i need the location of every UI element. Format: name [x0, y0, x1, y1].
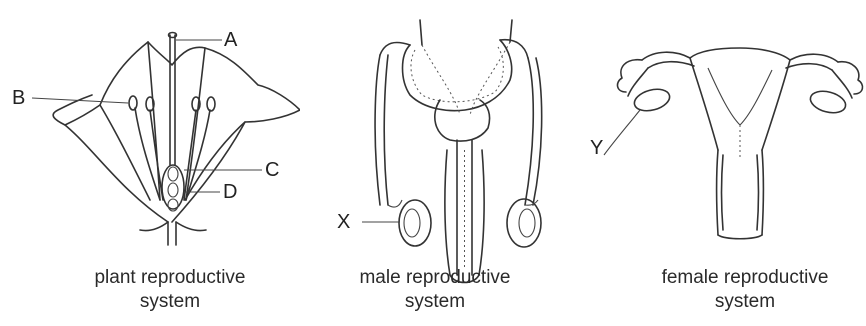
male-caption: male reproductive system — [345, 266, 525, 314]
label-d: D — [223, 181, 237, 204]
female-caption-line1: female reproductive — [630, 266, 860, 290]
male-caption-line1: male reproductive — [345, 266, 525, 290]
plant-panel: A B C D plant reproductive system — [0, 0, 300, 326]
female-caption: female reproductive system — [630, 266, 860, 314]
plant-caption-line2: system — [70, 290, 270, 314]
female-panel: Y female reproductive system — [590, 0, 866, 326]
male-caption-line2: system — [345, 290, 525, 314]
label-x: X — [337, 211, 350, 234]
female-caption-line2: system — [630, 290, 860, 314]
label-b: B — [12, 87, 25, 110]
male-panel: X male reproductive system — [300, 0, 590, 326]
label-y: Y — [590, 137, 603, 160]
plant-caption: plant reproductive system — [70, 266, 270, 314]
plant-caption-line1: plant reproductive — [70, 266, 270, 290]
label-c: C — [265, 159, 279, 182]
label-a: A — [224, 29, 237, 52]
